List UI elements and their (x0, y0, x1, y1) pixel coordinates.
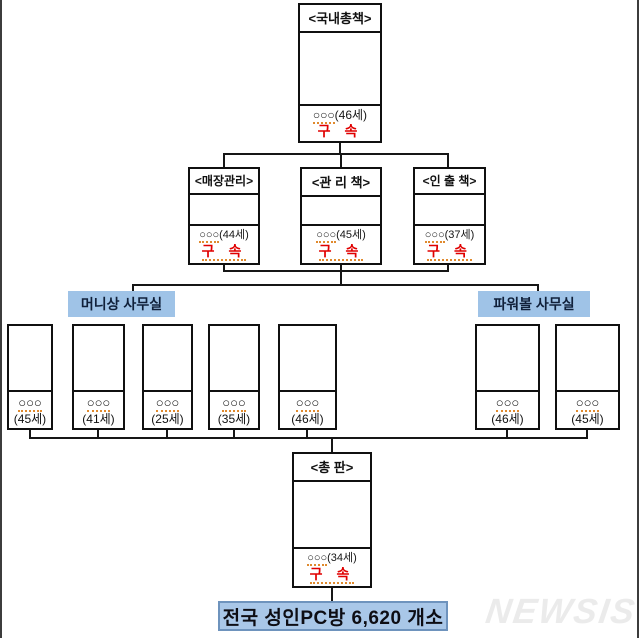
connector-line (331, 437, 333, 453)
connector-line (29, 437, 588, 439)
person-age: (41세) (82, 412, 115, 426)
detained-label: 구 속 (427, 243, 472, 261)
person-name: ○○○ (222, 395, 246, 412)
connector-line (506, 430, 508, 439)
org-box-title: <국내총책> (300, 5, 380, 33)
name-section: ○○○ (25세) (144, 390, 191, 428)
photo-placeholder (280, 326, 335, 390)
connector-line (339, 141, 341, 154)
connector-line (447, 153, 449, 167)
org-box-title: <총 판> (294, 454, 370, 482)
right-frame-edge (637, 0, 639, 638)
org-box-domestic-head: <국내총책> ○○○(46세) 구 속 (298, 3, 382, 143)
person-name: ○○○ (18, 395, 42, 412)
name-section: ○○○(46세) 구 속 (300, 104, 380, 141)
member-box-6: ○○○ (46세) (475, 324, 540, 430)
connector-line (223, 153, 225, 167)
person-name: ○○○ (86, 395, 111, 412)
connector-line (340, 270, 342, 286)
name-section: ○○○(45세) 구 속 (302, 224, 380, 263)
person-age: (46세) (291, 412, 324, 426)
org-box-title: <매장관리> (190, 169, 258, 195)
detained-label: 구 속 (309, 566, 355, 584)
connector-line (223, 153, 449, 155)
org-box-manager: <관 리 책> ○○○(45세) 구 속 (300, 167, 382, 265)
nationwide-pc-room-banner: 전국 성인PC방 6,620 개소 (218, 601, 448, 631)
photo-placeholder (477, 326, 538, 390)
connector-line (447, 265, 449, 272)
photo-placeholder (9, 326, 51, 390)
name-section: ○○○(44세) 구 속 (190, 224, 258, 263)
name-section: ○○○ (35세) (210, 390, 258, 428)
connector-line (132, 284, 134, 293)
person-name: ○○○ (155, 395, 180, 412)
person-name: ○○○(44세) (199, 229, 249, 243)
name-section: ○○○ (46세) (280, 390, 335, 428)
connector-line (233, 430, 235, 439)
org-box-title: <관 리 책> (302, 169, 380, 197)
detained-label: 구 속 (201, 243, 247, 261)
photo-placeholder (294, 482, 370, 547)
connector-line (340, 265, 342, 272)
person-age: (46세) (491, 412, 524, 426)
connector-line (331, 587, 333, 602)
newsis-watermark: NEWSIS (483, 592, 639, 631)
member-box-1: ○○○ (45세) (7, 324, 53, 430)
photo-placeholder (190, 195, 258, 224)
connector-line (223, 270, 449, 272)
name-section: ○○○ (45세) (9, 390, 51, 428)
connector-line (340, 153, 342, 167)
member-box-2: ○○○ (41세) (72, 324, 125, 430)
person-age: (45세) (571, 412, 604, 426)
connector-line (586, 430, 588, 439)
name-section: ○○○(37세) 구 속 (415, 224, 484, 263)
connector-line (223, 265, 225, 272)
photo-placeholder (210, 326, 258, 390)
person-name: ○○○(46세) (312, 108, 368, 124)
photo-placeholder (144, 326, 191, 390)
photo-placeholder (300, 33, 380, 104)
org-box-store-manager: <매장관리> ○○○(44세) 구 속 (188, 167, 260, 265)
person-age: (45세) (13, 412, 47, 426)
org-box-distributor: <총 판> ○○○(34세) 구 속 (292, 452, 372, 588)
connector-line (97, 430, 99, 439)
photo-placeholder (302, 197, 380, 224)
member-box-5: ○○○ (46세) (278, 324, 337, 430)
office-label-money-exchange: 머니상 사무실 (68, 291, 175, 317)
connector-line (29, 430, 31, 439)
member-box-7: ○○○ (45세) (555, 324, 620, 430)
detained-label: 구 속 (318, 243, 364, 261)
person-name: ○○○ (295, 395, 320, 412)
name-section: ○○○ (41세) (74, 390, 123, 428)
person-name: ○○○ (495, 395, 520, 412)
name-section: ○○○(34세) 구 속 (294, 547, 370, 586)
name-section: ○○○ (46세) (477, 390, 538, 428)
person-name: ○○○(45세) (316, 229, 366, 243)
left-frame-edge (0, 0, 2, 638)
connector-line (166, 430, 168, 439)
member-box-4: ○○○ (35세) (208, 324, 260, 430)
person-name: ○○○(37세) (424, 229, 475, 243)
person-name: ○○○(34세) (307, 552, 357, 566)
photo-placeholder (415, 195, 484, 224)
person-age: (35세) (217, 412, 251, 426)
connector-line (132, 284, 539, 286)
detained-label: 구 속 (317, 123, 363, 139)
name-section: ○○○ (45세) (557, 390, 618, 428)
person-age: (25세) (151, 412, 184, 426)
office-label-powerball: 파워볼 사무실 (478, 291, 590, 317)
connector-line (306, 430, 308, 439)
photo-placeholder (557, 326, 618, 390)
member-box-3: ○○○ (25세) (142, 324, 193, 430)
person-name: ○○○ (575, 395, 600, 412)
org-box-withdrawer: <인 출 책> ○○○(37세) 구 속 (413, 167, 486, 265)
photo-placeholder (74, 326, 123, 390)
connector-line (537, 284, 539, 293)
org-box-title: <인 출 책> (415, 169, 484, 195)
